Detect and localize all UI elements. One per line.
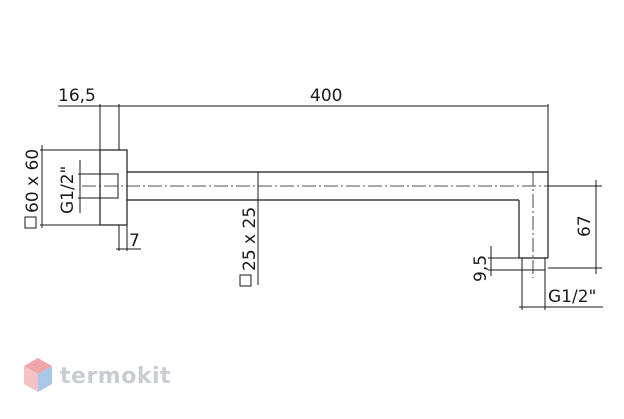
square-symbol-25: [239, 274, 252, 287]
outlet-nipple: [521, 257, 546, 271]
dim-outlet-thread: G1/2": [548, 287, 596, 307]
dim-drop-height: 67: [575, 215, 595, 237]
dim-inlet-thread: G1/2": [58, 166, 78, 214]
square-symbol-60: [24, 216, 37, 229]
brand-logo: termokit: [24, 356, 171, 396]
dim-outlet-length: 9,5: [471, 255, 491, 282]
dim-tube-section: 25 x 25: [240, 207, 260, 271]
wall-flange: [99, 149, 128, 226]
dim-flange-depth: 16,5: [58, 86, 96, 106]
dim-wall-gap: 7: [129, 231, 140, 251]
dim-arm-length: 400: [310, 86, 342, 106]
cube-logo-icon: [24, 358, 52, 392]
dim-flange-size: 60 x 60: [23, 149, 43, 213]
brand-name: termokit: [60, 363, 172, 389]
